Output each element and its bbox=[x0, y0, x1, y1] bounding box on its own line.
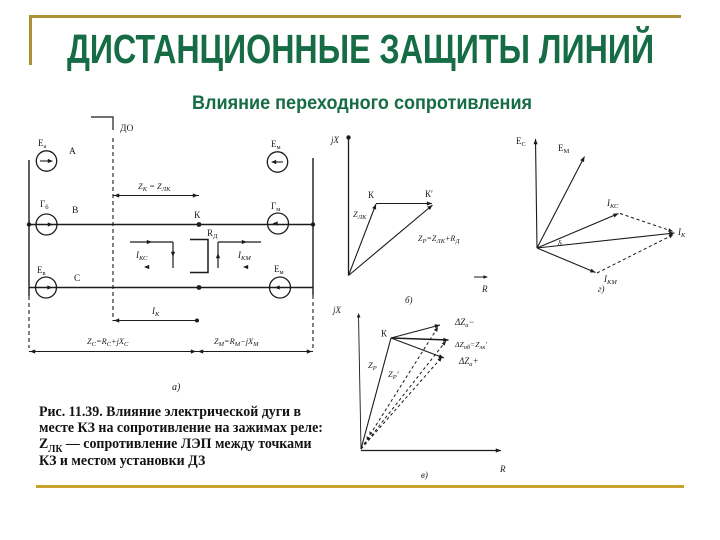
svg-text:ZР=ZЛК+RД: ZР=ZЛК+RД bbox=[418, 234, 460, 245]
svg-text:ΔZа−: ΔZа− bbox=[454, 317, 475, 329]
svg-text:ЕМ: ЕМ bbox=[558, 143, 570, 155]
svg-text:Ем: Ем bbox=[274, 264, 284, 276]
svg-text:δ: δ bbox=[558, 239, 562, 248]
svg-text:IКМ: IКМ bbox=[603, 274, 617, 286]
svg-text:ZМ=RМ−jXМ: ZМ=RМ−jXМ bbox=[214, 337, 259, 348]
svg-text:jX: jX bbox=[330, 135, 340, 145]
svg-text:IК: IК bbox=[151, 306, 160, 318]
svg-text:ДО: ДО bbox=[120, 124, 133, 134]
svg-text:IКС: IКС bbox=[606, 198, 619, 210]
svg-text:а): а) bbox=[172, 382, 181, 393]
svg-text:Ем: Ем bbox=[271, 139, 281, 151]
svg-text:в): в) bbox=[421, 470, 428, 480]
svg-text:RД: RД bbox=[207, 228, 218, 240]
svg-text:R: R bbox=[481, 284, 488, 294]
svg-text:IКМ: IКМ bbox=[237, 250, 251, 262]
svg-text:ZР′: ZР′ bbox=[388, 369, 399, 381]
svg-text:jX: jX bbox=[332, 305, 342, 315]
svg-text:ZС=RС+jXС: ZС=RС+jXС bbox=[87, 337, 129, 348]
svg-text:К: К bbox=[194, 211, 201, 221]
svg-text:К: К bbox=[381, 329, 388, 339]
svg-text:С: С bbox=[74, 274, 80, 284]
svg-text:К′: К′ bbox=[425, 189, 433, 199]
svg-text:ΔZоб=Zлк′: ΔZоб=Zлк′ bbox=[454, 340, 487, 351]
svg-text:Гб: Гб bbox=[40, 199, 49, 211]
svg-text:ZК = ZЛК: ZК = ZЛК bbox=[138, 181, 171, 193]
svg-text:К: К bbox=[368, 190, 375, 200]
svg-text:б): б) bbox=[405, 295, 413, 305]
svg-text:Ев: Ев bbox=[37, 265, 46, 277]
svg-text:R: R bbox=[499, 464, 506, 474]
svg-text:ЕС: ЕС bbox=[516, 136, 526, 148]
svg-text:ZР: ZР bbox=[368, 360, 377, 372]
svg-text:г): г) bbox=[598, 284, 605, 294]
svg-text:А: А bbox=[69, 147, 76, 157]
svg-text:Еа: Еа bbox=[38, 138, 47, 150]
svg-text:В: В bbox=[72, 206, 78, 216]
svg-text:ΔZа+: ΔZа+ bbox=[458, 356, 479, 368]
svg-text:Гм: Гм bbox=[271, 201, 280, 213]
svg-text:IКС: IКС bbox=[135, 250, 148, 262]
svg-text:ZЛК: ZЛК bbox=[353, 209, 367, 221]
svg-text:IК: IК bbox=[677, 227, 686, 239]
